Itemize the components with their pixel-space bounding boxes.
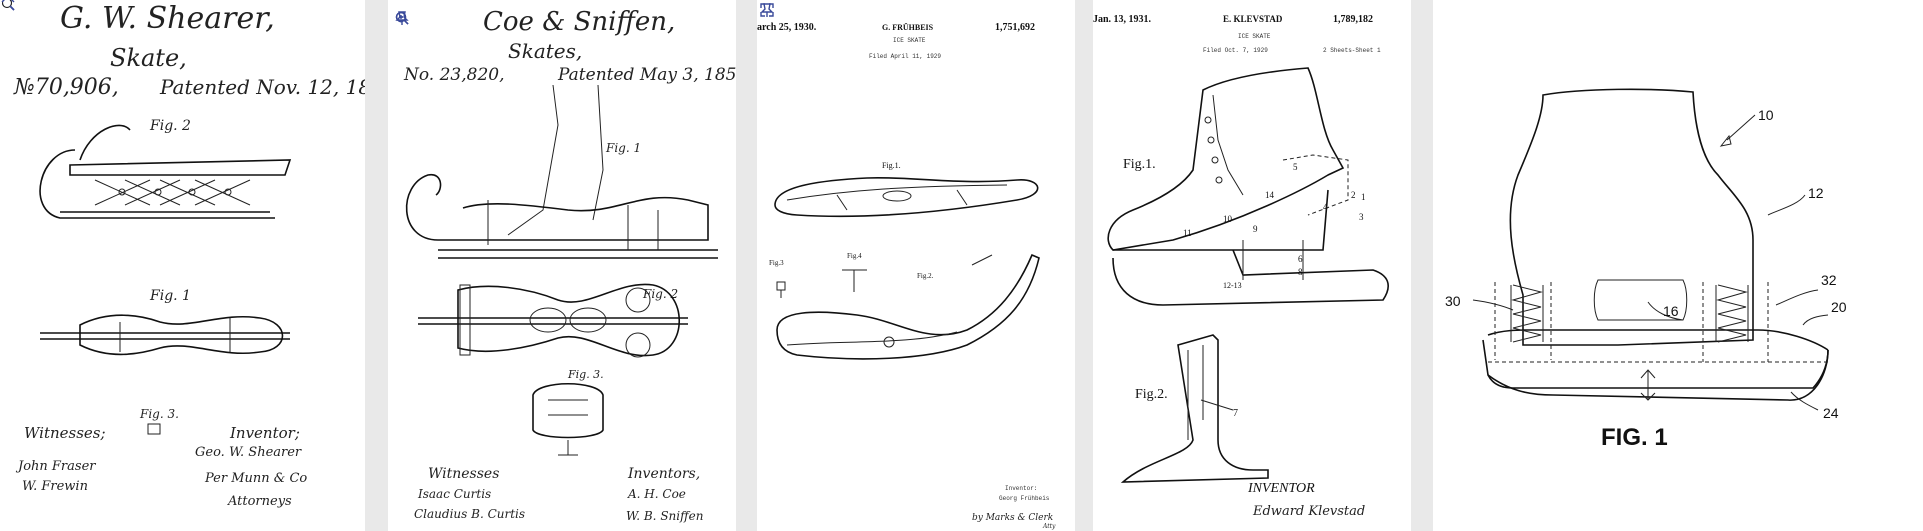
witnesses-label: Witnesses; <box>24 424 106 442</box>
sheets-label: 2 Sheets-Sheet 1 <box>1323 47 1381 54</box>
inventor-label: INVENTOR <box>1247 481 1315 496</box>
patent-number: No. 23,820, <box>403 65 505 85</box>
fig-1-label: Fig.1. <box>1123 157 1156 172</box>
svg-text:16: 16 <box>1663 303 1679 319</box>
svg-text:10: 10 <box>1758 107 1774 123</box>
patent-card-shearer[interactable]: G. W. Shearer, Skate, №70,906, Patented … <box>0 0 365 531</box>
fig-3-label: Fig.3 <box>769 259 784 267</box>
fig-2-label: Fig.2. <box>917 272 934 280</box>
patent-date: Jan. 13, 1931. <box>1093 14 1152 25</box>
fig-3-drawing <box>147 423 161 435</box>
boot-skate-side-drawing <box>405 84 718 259</box>
skate-top-drawing <box>40 314 290 356</box>
inventor-name: Georg Frühbeis <box>999 495 1050 502</box>
agent-signature: Per Munn & Co <box>204 471 307 486</box>
svg-text:9: 9 <box>1253 224 1258 234</box>
svg-text:5: 5 <box>1293 162 1298 172</box>
patent-number: 1,751,692 <box>995 22 1035 33</box>
witness-signature-2: Claudius B. Curtis <box>414 507 525 521</box>
svg-text:10: 10 <box>1223 214 1233 224</box>
inventor-signature-2: W. B. Sniffen <box>626 509 703 523</box>
modern-ref-numbers: 10 12 16 20 24 30 32 <box>1445 107 1847 421</box>
fig-1-label: Fig. 1 <box>605 141 641 155</box>
patent-inventor: Coe & Sniffen, <box>483 7 675 37</box>
inventors-label: Inventors, <box>627 466 700 482</box>
ref-numbers: 1 2 3 4 5 6 8 9 10 11 14 12-13 <box>1183 162 1366 290</box>
fig-3-label: Fig. 3. <box>567 368 604 381</box>
patent-title: ICE SKATE <box>893 37 926 44</box>
inventor-signature: Geo. W. Shearer <box>195 445 302 460</box>
witness-signature-2: W. Frewin <box>22 479 88 494</box>
svg-text:12-13: 12-13 <box>1223 281 1242 290</box>
witness-signature-1: John Fraser <box>15 459 96 474</box>
svg-text:30: 30 <box>1445 293 1461 309</box>
svg-text:8: 8 <box>1298 267 1303 277</box>
filed-date: Filed Oct. 7, 1929 <box>1203 47 1268 54</box>
fig-1-label: FIG. 1 <box>1601 424 1668 451</box>
fig-1-label: Fig.1. <box>882 161 901 170</box>
svg-text:7: 7 <box>1233 408 1238 419</box>
patent-title: Skates, <box>508 39 582 63</box>
expand-icon[interactable] <box>759 2 775 18</box>
attorneys-label: Attorneys <box>227 494 292 509</box>
witnesses-label: Witnesses <box>428 466 499 482</box>
fig-1-label: Fig. 1 <box>149 288 191 304</box>
fig-2-label: Fig. 2 <box>149 118 191 134</box>
svg-text:14: 14 <box>1265 190 1275 200</box>
boot-detail-drawing: 7 <box>1120 334 1269 483</box>
detail-parts-drawing <box>776 254 993 298</box>
svg-text:2: 2 <box>1351 190 1356 200</box>
pin-icon[interactable] <box>759 2 775 18</box>
inventor-label: Inventor; <box>229 424 300 442</box>
patent-date: Patented Nov. 12, 1867. <box>159 75 365 99</box>
fig-4-label: Fig.4 <box>847 252 862 260</box>
svg-text:1: 1 <box>1361 192 1366 202</box>
patent-card-klevstad[interactable]: Jan. 13, 1931. E. KLEVSTAD 1,789,182 ICE… <box>1093 0 1411 531</box>
svg-text:24: 24 <box>1823 405 1839 421</box>
fig-3-label: Fig. 3. <box>139 407 179 421</box>
svg-text:32: 32 <box>1821 272 1837 288</box>
attorney-signature: by Marks & Clerk <box>972 513 1053 523</box>
patent-inventor: G. W. Shearer, <box>60 1 275 36</box>
skate-plate-top-drawing <box>418 283 688 358</box>
blade-hinged-drawing <box>776 253 1040 360</box>
attys-label: Atty <box>1042 523 1056 530</box>
patent-title: Skate, <box>110 44 187 72</box>
patent-number: №70,906, <box>13 75 119 100</box>
patent-title: ICE SKATE <box>1238 33 1271 40</box>
patent-card-coe-sniffen[interactable]: Coe & Sniffen, Skates, No. 23,820, Paten… <box>388 0 736 531</box>
fig-2-label: Fig. 2 <box>642 287 678 301</box>
patent-inventor: E. KLEVSTAD <box>1223 14 1283 24</box>
patent-number: 1,789,182 <box>1333 14 1373 25</box>
boot-skate-drawing <box>1107 67 1389 306</box>
patent-card-fruhbeis[interactable]: arch 25, 1930. G. FRÜHBEIS 1,751,692 ICE… <box>757 0 1075 531</box>
blade-side-drawing <box>774 176 1039 218</box>
zoom-out-icon[interactable] <box>0 0 16 12</box>
inventor-signature: Edward Klevstad <box>1252 504 1365 519</box>
svg-text:3: 3 <box>1359 212 1364 222</box>
svg-text:11: 11 <box>1183 228 1192 238</box>
patent-card-modern[interactable]: 10 12 16 20 24 30 32 FIG. 1 <box>1433 0 1923 531</box>
witness-signature-1: Isaac Curtis <box>417 487 491 501</box>
patent-date: arch 25, 1930. <box>757 22 817 33</box>
svg-text:20: 20 <box>1831 299 1847 315</box>
modern-skate-drawing <box>1472 88 1829 411</box>
svg-text:12: 12 <box>1808 185 1824 201</box>
inventor-label: Inventor: <box>1005 485 1037 492</box>
inventor-signature-1: A. H. Coe <box>627 487 686 501</box>
fit-icon[interactable] <box>0 0 16 12</box>
svg-text:6: 6 <box>1298 254 1303 264</box>
pin-icon[interactable] <box>394 10 410 26</box>
clamp-detail-drawing <box>532 382 604 456</box>
skate-side-drawing <box>39 124 292 219</box>
fig-2-label: Fig.2. <box>1135 387 1168 402</box>
patent-date: Patented May 3, 1859 <box>557 65 736 85</box>
patent-inventor: G. FRÜHBEIS <box>882 23 934 32</box>
filed-date: Filed April 11, 1929 <box>869 53 941 60</box>
svg-text:4: 4 <box>1323 202 1328 212</box>
